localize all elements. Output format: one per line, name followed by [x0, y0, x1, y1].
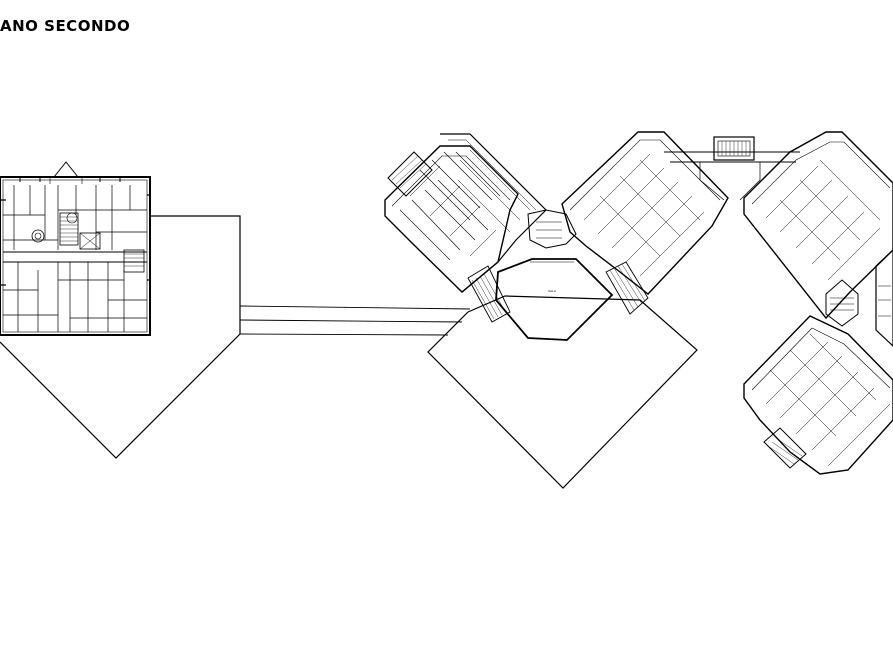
- central-hall: [427, 258, 698, 489]
- west-block: [0, 161, 151, 336]
- plan-title: ANO SECONDO: [0, 17, 131, 35]
- east-wing: [384, 131, 893, 475]
- connecting-walkway: [239, 305, 471, 336]
- hall-label: SALA: [548, 289, 557, 293]
- plan-linework: [0, 131, 893, 489]
